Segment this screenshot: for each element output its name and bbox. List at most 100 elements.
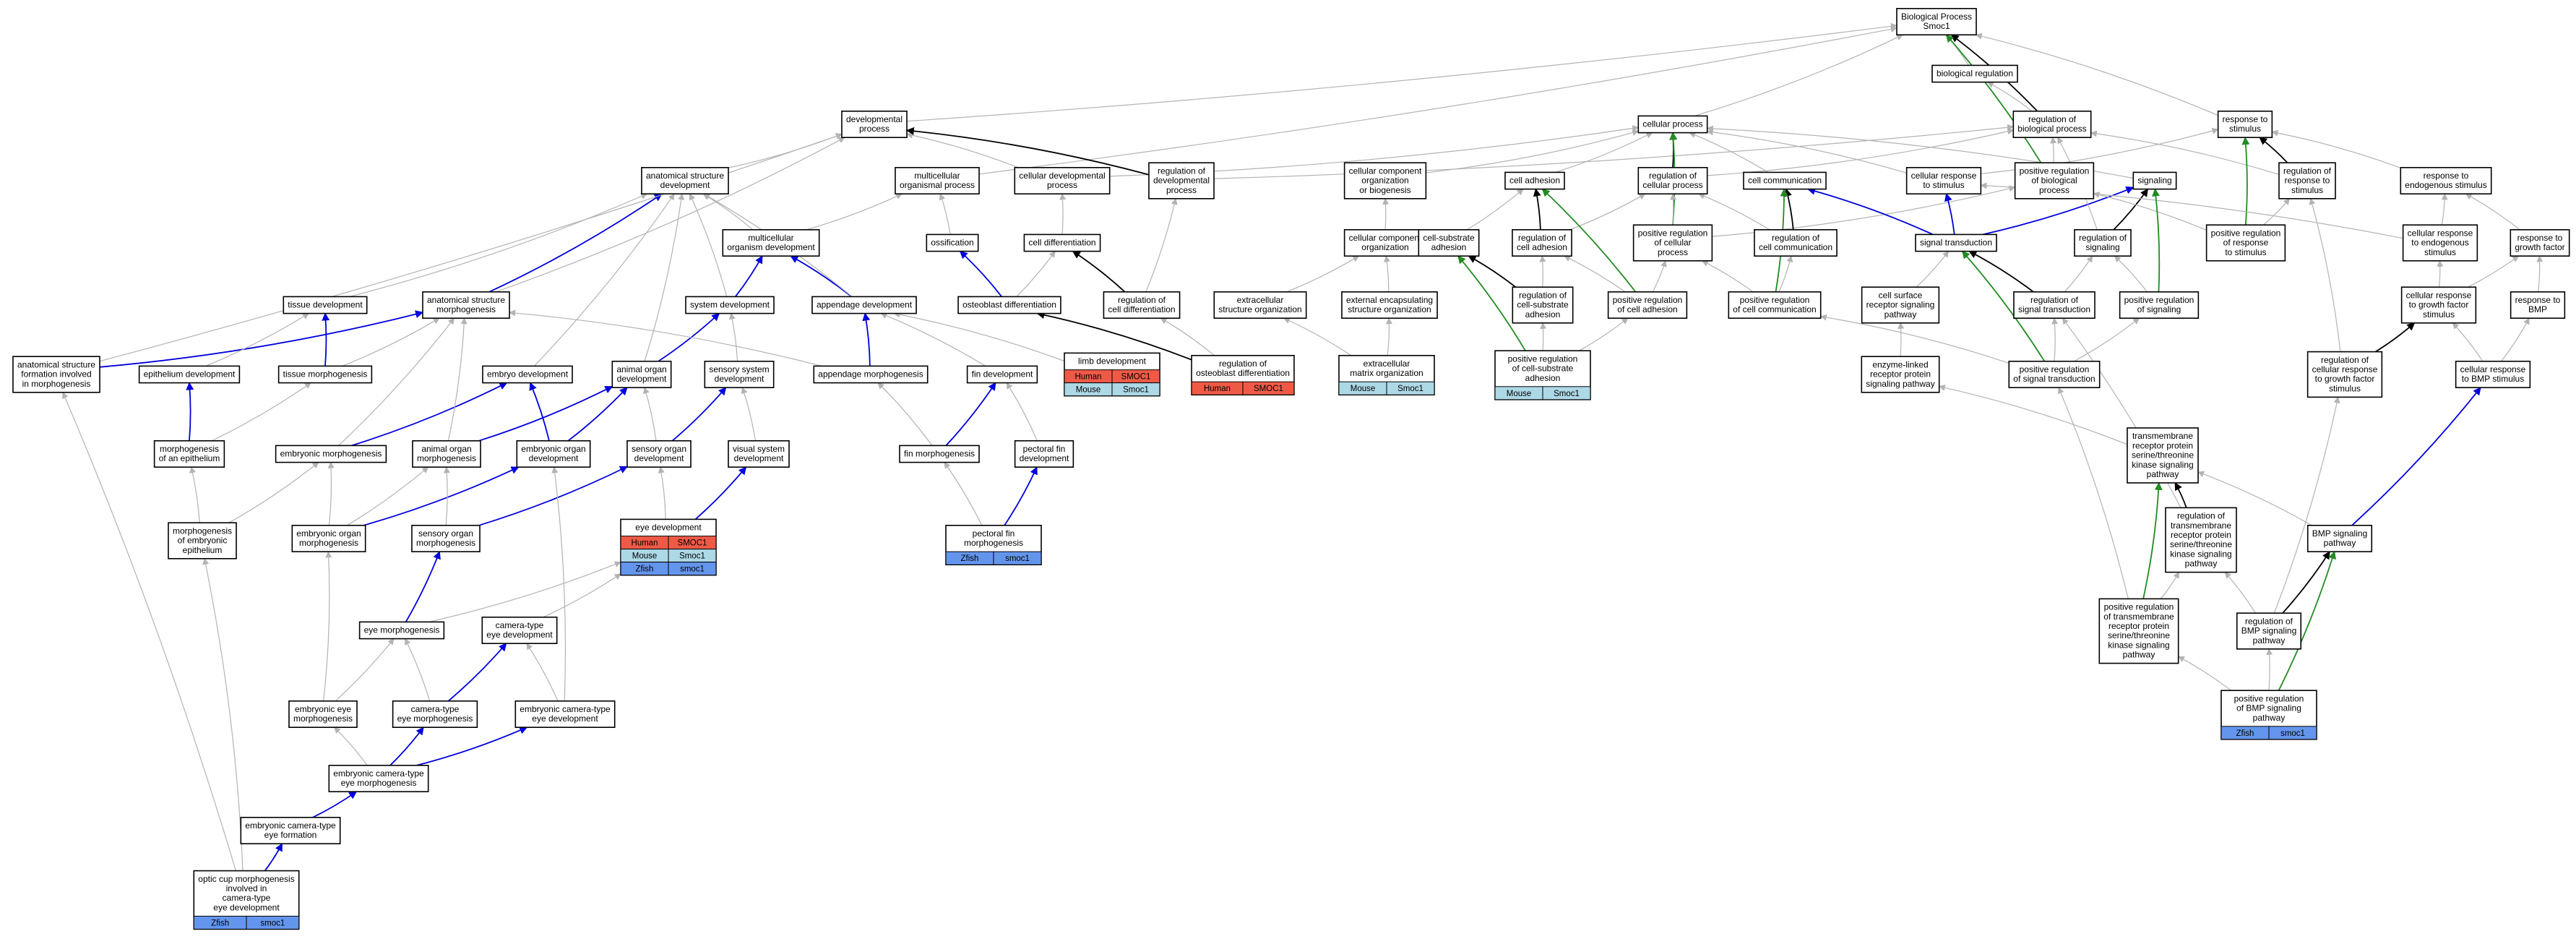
edge-line [689, 193, 728, 297]
go-term-node-sigtrans[interactable]: signal transduction [1915, 233, 1997, 252]
go-term-node-finmorph[interactable]: fin morphogenesis [899, 445, 980, 463]
go-term-node-ossif[interactable]: ossification [926, 233, 979, 252]
node-label-line: regulation of [1649, 171, 1697, 181]
edge-is-a [1283, 317, 1352, 356]
go-term-node-tissdev[interactable]: tissue development [283, 296, 368, 314]
go-term-node-cellproc[interactable]: cellular process [1637, 115, 1708, 134]
go-term-node-sysdev[interactable]: system development [685, 296, 775, 314]
node-label-line: signal transduction [2018, 304, 2090, 314]
go-term-node-celladh[interactable]: cell adhesion [1504, 171, 1565, 190]
go-term-node-cellcomm[interactable]: cell communication [1743, 171, 1827, 190]
node-label-line: response to [2223, 114, 2268, 124]
edge-line [1382, 197, 1390, 230]
go-term-node-tissmorph[interactable]: tissue morphogenesis [277, 365, 373, 384]
go-term-node-embmorph[interactable]: embryonic morphogenesis [275, 445, 387, 463]
edge-line [2050, 137, 2057, 163]
edge-regulates [1533, 188, 1541, 230]
go-term-node-celldiff[interactable]: cell differentiation [1023, 233, 1101, 252]
edge-is-a [2177, 656, 2231, 691]
go-term-node-signaling[interactable]: signaling [2132, 171, 2177, 190]
go-term-node-biolreg[interactable]: biological regulation [1931, 64, 2018, 83]
go-term-node-osteo[interactable]: osteoblast differentiation [957, 296, 1061, 314]
go-term-node-findev[interactable]: fin development [966, 365, 1038, 384]
go-term-node-epidev[interactable]: epithelium development [138, 365, 241, 384]
go-term-node-embdev[interactable]: embryo development [482, 365, 573, 384]
go-term-node-appmorph[interactable]: appendage morphogenesis [813, 365, 929, 384]
go-term-node-appdev[interactable]: appendage development [811, 296, 917, 314]
go-term-node-eyemorph[interactable]: eye morphogenesis [358, 621, 445, 640]
